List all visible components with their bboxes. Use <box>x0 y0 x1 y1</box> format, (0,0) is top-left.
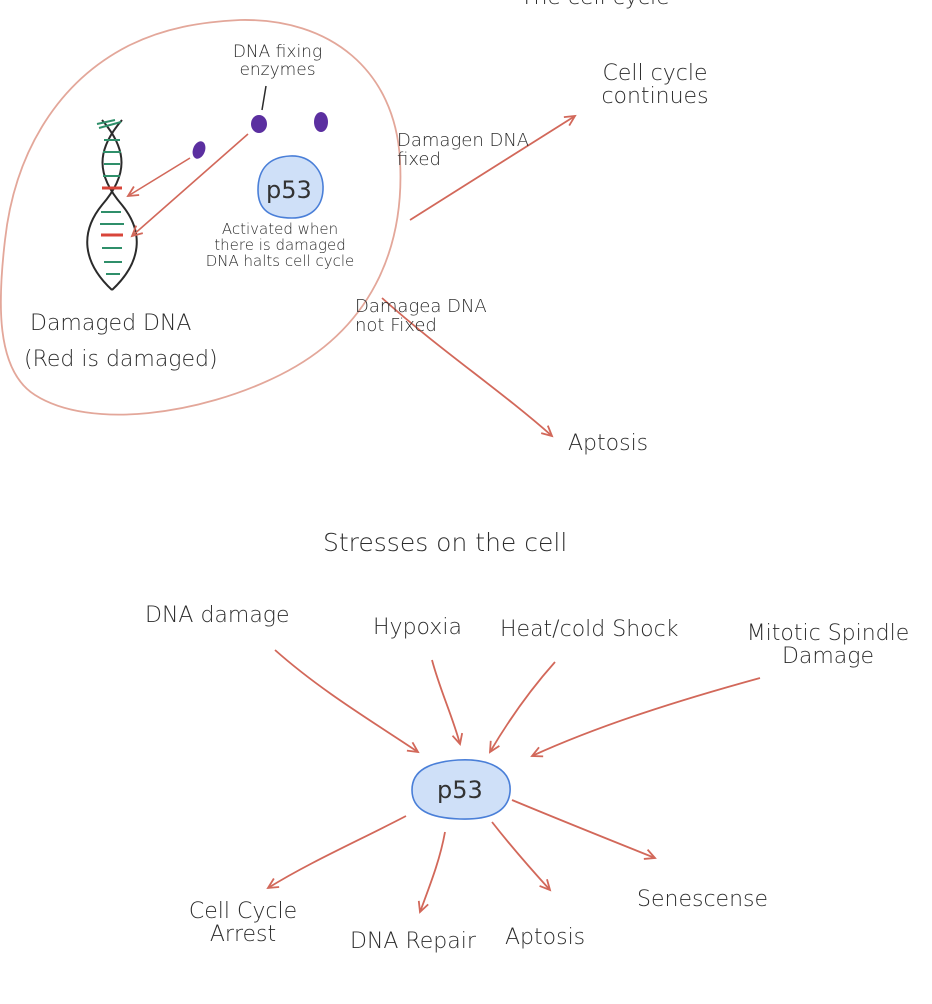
arrow-outcome-aptosis <box>491 821 552 892</box>
arrow-outcome-arrest <box>266 815 407 890</box>
arrow-stress-hypoxia <box>431 659 464 746</box>
damaged-dna-note: (Red is damaged) <box>24 347 218 372</box>
outcome-aptosis: Aptosis <box>505 925 586 950</box>
stress-heat-cold: Heat/cold Shock <box>500 617 679 642</box>
cropped-heading: The cell cycle <box>520 0 670 9</box>
fixed-label: Damagen DNA fixed <box>397 130 530 170</box>
p53-note: Activated when there is damaged DNA halt… <box>205 220 355 270</box>
stress-dna-damage: DNA damage <box>145 603 290 628</box>
arrow-stress-spindle <box>530 677 761 758</box>
stress-hypoxia: Hypoxia <box>373 615 462 640</box>
arrow-stress-dna-damage <box>274 649 420 754</box>
stress-mitotic-spindle: Mitotic Spindle Damage <box>746 621 910 670</box>
not-fixed-label: Damagea DNA not Fixed <box>355 296 487 336</box>
apoptosis-label-top: Aptosis <box>568 431 649 456</box>
arrow-to-cycle-continues <box>409 114 577 221</box>
cycle-continues-label: Cell cycle continues <box>601 61 709 110</box>
arrow-outcome-repair <box>417 831 446 914</box>
outcome-cell-cycle-arrest: Cell Cycle Arrest <box>188 899 298 948</box>
arrow-outcome-senescence <box>511 799 657 860</box>
p53-blob-bottom <box>411 759 511 820</box>
enzyme-arrow-right <box>130 133 249 238</box>
enzyme-arrow-left <box>126 157 191 198</box>
outcome-dna-repair: DNA Repair <box>350 929 476 954</box>
arrow-to-apoptosis-top <box>381 297 554 438</box>
enzyme-dot-left <box>192 141 206 159</box>
damaged-dna-label: Damaged DNA <box>30 311 192 336</box>
enzyme-dot-middle <box>251 115 267 133</box>
outcome-senescence: Senescense <box>637 887 769 912</box>
dna-helix-icon <box>86 119 138 291</box>
enzymes-pointer-line <box>261 85 267 111</box>
enzyme-dot-right <box>314 112 328 132</box>
stresses-heading: Stresses on the cell <box>323 528 568 557</box>
p53-blob-top <box>257 155 324 219</box>
p53-label-bottom: p53 <box>437 776 483 804</box>
enzymes-label: DNA fixing enzymes <box>232 42 323 80</box>
p53-label-top: p53 <box>266 176 312 204</box>
arrow-stress-heat-cold <box>488 661 556 754</box>
cell-boundary-circle <box>0 19 402 416</box>
